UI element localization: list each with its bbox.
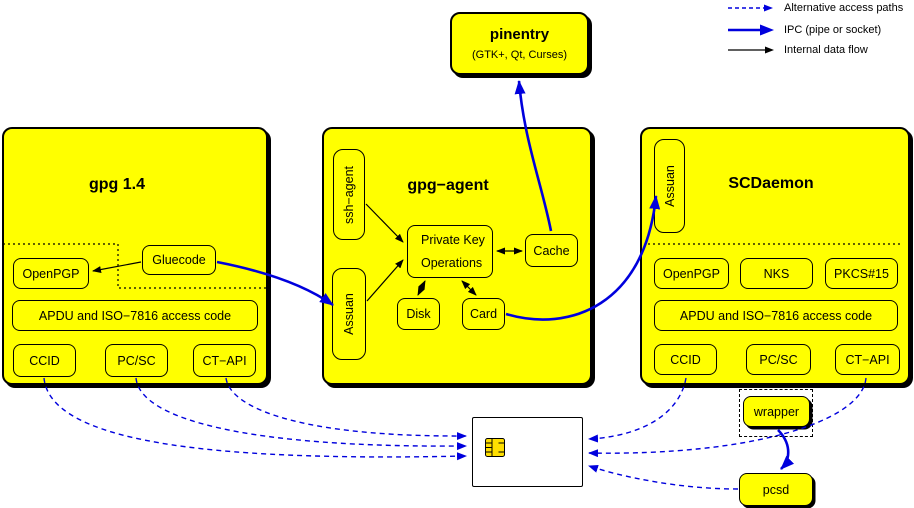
legend: Alternative access paths IPC (pipe or so… [728,0,914,60]
pko-line1: Private Key [421,233,485,247]
gpg14-apdu-box: APDU and ISO−7816 access code [12,300,258,331]
gpgagent-card-box: Card [462,298,505,330]
legend-item-ipc: IPC (pipe or socket) [728,23,881,37]
dashed-blue-arrow-icon [728,4,773,12]
alt-scdaemon-ccid-to-card [588,377,687,443]
scdaemon-nks-box: NKS [740,258,813,289]
legend-label: Alternative access paths [784,2,904,14]
legend-item-alternative-access: Alternative access paths [728,1,903,15]
gpg14-ctapi-box: CT−API [193,344,256,377]
scdaemon-openpgp-box: OpenPGP [654,258,729,289]
scdaemon-box [640,127,910,385]
scdaemon-apdu-box: APDU and ISO−7816 access code [654,300,898,331]
thick-blue-arrow-icon [728,24,774,36]
gpgagent-sshagent-label: ssh−agent [342,165,357,224]
wrapper-box: wrapper [743,396,810,427]
gpgagent-assuan-box: Assuan [332,268,366,360]
gpg14-title: gpg 1.4 [88,176,146,193]
pcsd-box: pcsd [739,473,813,506]
gpgagent-private-key-operations-box: Private Key Operations [407,225,493,278]
gpgagent-assuan-label: Assuan [342,293,357,335]
scdaemon-ctapi-box: CT−API [835,344,900,375]
smartcard [472,417,583,487]
gpg14-ccid-box: CCID [13,344,76,377]
scdaemon-pcsc-box: PC/SC [746,344,811,375]
pinentry-box: pinentry (GTK+, Qt, Curses) [450,12,589,75]
gpg14-openpgp-box: OpenPGP [13,258,89,289]
gpg14-gluecode-box: Gluecode [142,245,216,275]
gpgagent-sshagent-box: ssh−agent [333,149,365,240]
thin-black-arrow-icon [728,46,774,54]
gpgagent-title: gpg−agent [407,177,489,194]
alt-gpg14-ccid-to-card [43,377,467,461]
alt-gpg14-pcsc-to-card [135,377,467,451]
scdaemon-ccid-box: CCID [654,344,717,375]
alt-scdaemon-ctapi-to-card [588,377,867,458]
pinentry-subtitle: (GTK+, Qt, Curses) [471,49,568,61]
scdaemon-assuan-box: Assuan [654,139,685,233]
smartcard-chip-icon [485,438,505,457]
pko-line2: Operations [421,256,483,270]
scdaemon-title: SCDaemon [728,175,814,192]
alt-pcsd-to-card [588,465,739,490]
legend-label: IPC (pipe or socket) [784,24,882,36]
scdaemon-assuan-label: Assuan [662,165,677,207]
legend-item-internal-flow: Internal data flow [728,43,868,57]
alt-gpg14-ctapi-to-card [225,377,467,441]
scdaemon-pkcs15-box: PKCS#15 [825,258,898,289]
gpgagent-disk-box: Disk [397,298,440,330]
legend-label: Internal data flow [784,44,868,56]
gpgagent-cache-box: Cache [525,234,578,267]
gpg14-pcsc-box: PC/SC [105,344,168,377]
pinentry-title: pinentry [489,26,550,43]
